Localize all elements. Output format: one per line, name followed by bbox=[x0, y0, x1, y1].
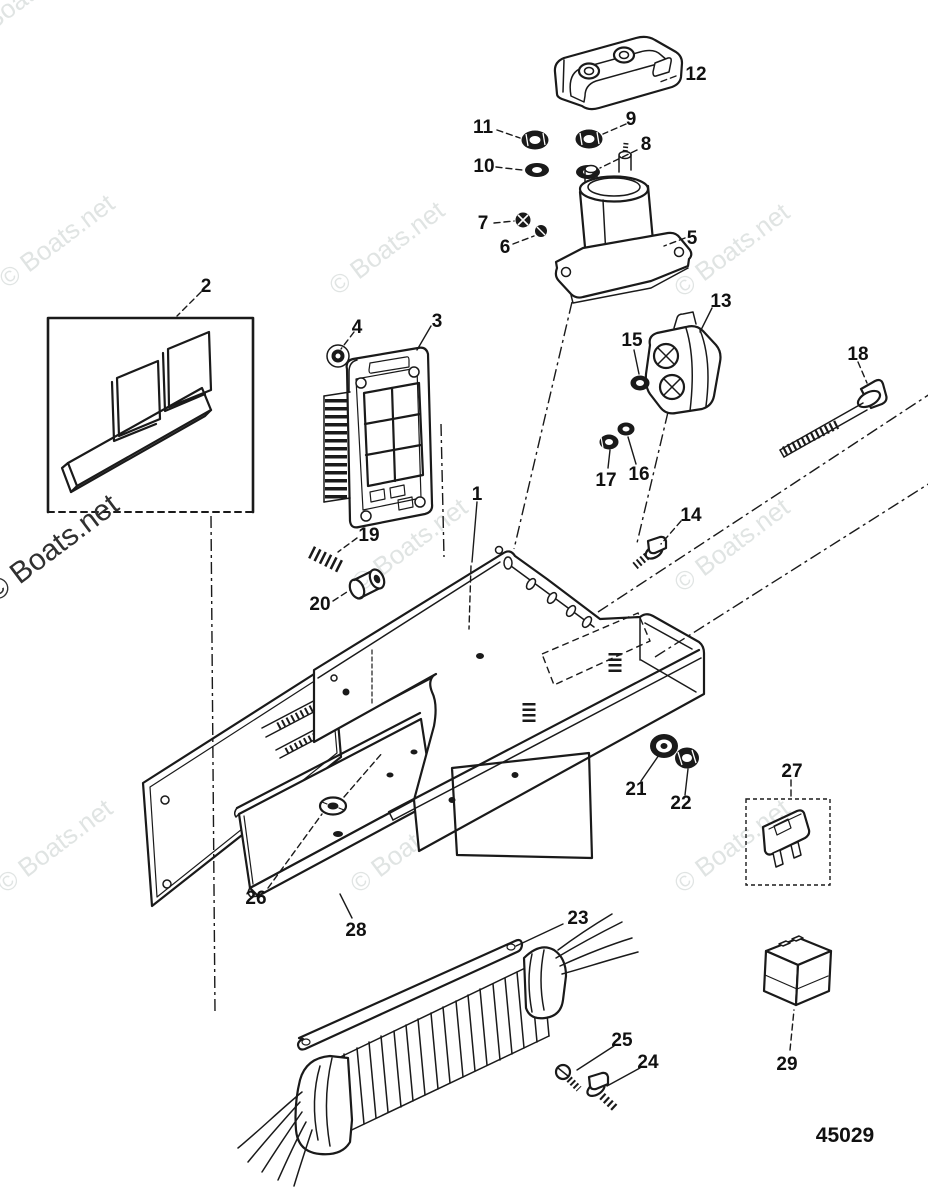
callout-9: 9 bbox=[626, 109, 637, 130]
callout-12: 12 bbox=[685, 64, 706, 85]
part-2-pad-kit-box bbox=[46, 316, 255, 514]
callout-6: 6 bbox=[500, 237, 511, 258]
part-24-screw bbox=[586, 1071, 618, 1111]
part-4-nut bbox=[326, 344, 350, 368]
callout-19: 19 bbox=[358, 525, 379, 546]
callout-28: 28 bbox=[345, 920, 366, 941]
part-29-relay bbox=[762, 935, 833, 1007]
part-9-nut bbox=[575, 129, 603, 149]
callout-13: 13 bbox=[710, 291, 731, 312]
callout-10: 10 bbox=[473, 156, 494, 177]
watermark: © Boats.net bbox=[323, 194, 450, 300]
callout-1: 1 bbox=[472, 484, 483, 505]
callout-7: 7 bbox=[478, 213, 489, 234]
callouts: 1 2 3 4 5 6 7 8 9 10 11 12 13 14 15 16 1… bbox=[201, 64, 869, 1075]
callout-24: 24 bbox=[637, 1052, 659, 1073]
callout-15: 15 bbox=[621, 330, 643, 351]
part-11-nut bbox=[521, 130, 549, 150]
callout-22: 22 bbox=[670, 793, 691, 814]
part-12-clamp-bracket bbox=[553, 35, 684, 111]
callout-20: 20 bbox=[309, 594, 330, 615]
callout-16: 16 bbox=[628, 464, 649, 485]
part-19-spring bbox=[308, 546, 344, 573]
callout-21: 21 bbox=[625, 779, 647, 800]
watermark: © Boats.net bbox=[0, 792, 119, 898]
part-22-nut bbox=[675, 747, 699, 769]
part-25-screw bbox=[554, 1063, 582, 1092]
callout-11: 11 bbox=[473, 117, 494, 138]
alignment-lines bbox=[210, 301, 928, 1013]
part-6-screw bbox=[535, 225, 547, 237]
part-3-connector-plate bbox=[323, 346, 434, 529]
callout-2: 2 bbox=[201, 276, 212, 297]
part-21-washer bbox=[650, 734, 678, 758]
part-15-nut bbox=[630, 375, 650, 391]
callout-leaders bbox=[176, 75, 868, 1087]
callout-18: 18 bbox=[847, 344, 868, 365]
part-26-grommet bbox=[318, 796, 348, 837]
regulator-mounting-bar bbox=[296, 938, 524, 1051]
part-1-electrical-box bbox=[312, 545, 706, 853]
callout-4: 4 bbox=[352, 317, 363, 338]
part-18-bolt bbox=[779, 378, 888, 458]
regulator-right-cap bbox=[522, 946, 568, 1020]
part-13-motor bbox=[644, 311, 722, 415]
callout-29: 29 bbox=[776, 1054, 797, 1075]
regulator-left-cap bbox=[294, 1054, 354, 1156]
part-17-nut bbox=[599, 434, 619, 450]
part-10-washer bbox=[525, 163, 549, 177]
callout-17: 17 bbox=[595, 470, 616, 491]
drawing-number: 45029 bbox=[816, 1124, 874, 1147]
watermark: © Boats.net bbox=[0, 187, 121, 293]
regulator-wires-right bbox=[555, 913, 639, 975]
part-7-screw bbox=[515, 212, 531, 228]
watermark: © Boats.net bbox=[0, 0, 85, 52]
front-cover-panel bbox=[450, 751, 594, 860]
part-20-bushing bbox=[348, 568, 386, 600]
hinge-rod bbox=[494, 545, 595, 629]
callout-26: 26 bbox=[245, 888, 266, 909]
callout-5: 5 bbox=[687, 228, 698, 249]
part-28-channel-tray bbox=[233, 711, 442, 898]
callout-25: 25 bbox=[611, 1030, 633, 1051]
callout-14: 14 bbox=[680, 505, 702, 526]
part-16-washer bbox=[617, 422, 635, 436]
callout-3: 3 bbox=[432, 311, 443, 332]
part-23-regulator bbox=[237, 913, 639, 1187]
part-27-fuse bbox=[745, 798, 831, 886]
part-14-screw bbox=[632, 535, 668, 570]
callout-23: 23 bbox=[567, 908, 588, 929]
watermark: © Boats.net bbox=[0, 488, 126, 609]
callout-8: 8 bbox=[641, 134, 652, 155]
regulator-wires-left bbox=[237, 1091, 313, 1187]
callout-27: 27 bbox=[781, 761, 802, 782]
